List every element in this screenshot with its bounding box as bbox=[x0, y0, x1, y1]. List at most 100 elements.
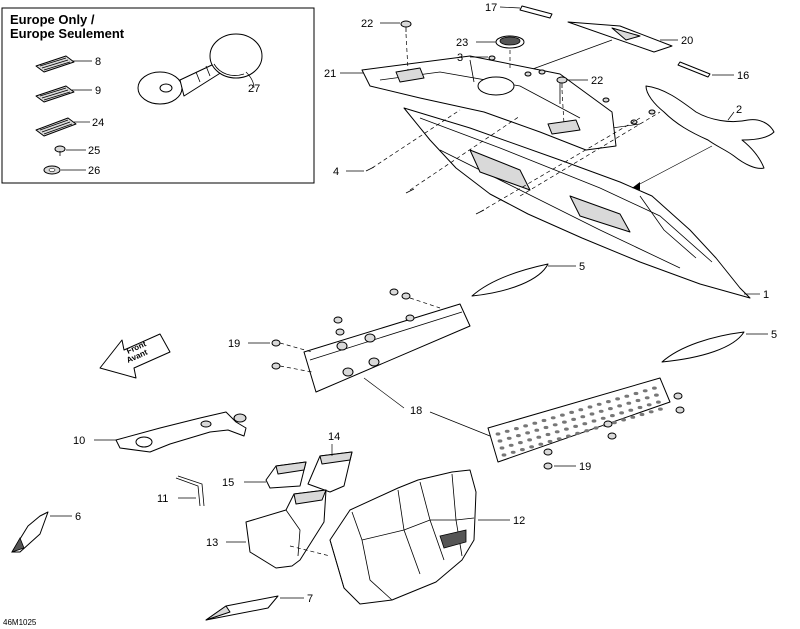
perforation-hole bbox=[536, 435, 542, 439]
fastener-4 bbox=[365, 166, 375, 172]
perforation-hole bbox=[495, 432, 501, 436]
perforation-hole bbox=[610, 414, 615, 418]
storage-tray-12 bbox=[329, 469, 477, 605]
perforation-hole bbox=[529, 445, 534, 449]
perforation-hole bbox=[630, 415, 636, 419]
perforation-hole bbox=[633, 391, 639, 396]
callout-27: 27 bbox=[248, 83, 260, 95]
perforation-hole bbox=[648, 410, 654, 414]
perforation-hole bbox=[547, 439, 553, 444]
perforation-hole bbox=[589, 412, 595, 416]
perforation-hole bbox=[573, 424, 578, 428]
reflector-24 bbox=[35, 117, 77, 137]
perforation-hole bbox=[658, 407, 663, 411]
perforation-hole bbox=[652, 386, 657, 390]
callout-8: 8 bbox=[95, 56, 101, 68]
perforation-hole bbox=[582, 422, 588, 426]
perforation-hole bbox=[564, 427, 569, 431]
perforation-hole bbox=[612, 421, 617, 425]
drawing-code: 46M1025 bbox=[3, 618, 37, 627]
reflector-8 bbox=[35, 55, 75, 73]
callout-15: 15 bbox=[222, 477, 234, 489]
console-fasteners bbox=[524, 69, 656, 125]
console-21 bbox=[361, 55, 617, 151]
perforation-hole bbox=[527, 438, 532, 442]
callout-26: 26 bbox=[88, 165, 100, 177]
perforation-hole bbox=[518, 441, 523, 445]
trim-5-lower bbox=[661, 331, 745, 363]
perforation-hole bbox=[608, 407, 613, 411]
trim-strip-16 bbox=[677, 61, 711, 78]
perforation-hole bbox=[541, 418, 547, 423]
perforation-hole bbox=[615, 397, 620, 401]
callout-18: 18 bbox=[410, 405, 422, 417]
perforation-hole bbox=[501, 453, 507, 457]
perforation-hole bbox=[532, 421, 538, 425]
perforation-hole bbox=[571, 417, 576, 421]
perforation-hole bbox=[639, 412, 645, 417]
perforated-plate-18-right bbox=[487, 377, 671, 463]
perforation-hole bbox=[506, 436, 512, 440]
callout-22-right: 22 bbox=[591, 75, 603, 87]
mounting-bracket-10 bbox=[115, 411, 247, 453]
callout-25: 25 bbox=[88, 145, 100, 157]
inset-title-line1: Europe Only / bbox=[10, 12, 95, 27]
side-molding-2 bbox=[645, 85, 775, 169]
perforation-hole bbox=[497, 439, 503, 443]
perforation-hole bbox=[525, 431, 530, 435]
callout-20: 20 bbox=[681, 35, 693, 47]
fasteners-19-upper bbox=[271, 288, 411, 370]
perforation-hole bbox=[578, 408, 584, 412]
callout-17: 17 bbox=[485, 2, 497, 14]
perforation-hole bbox=[617, 404, 622, 408]
perforation-hole bbox=[642, 389, 648, 393]
callout-22-left: 22 bbox=[361, 18, 373, 30]
callout-12: 12 bbox=[513, 515, 525, 527]
callout-13: 13 bbox=[206, 537, 218, 549]
foam-block-14 bbox=[307, 451, 353, 493]
perforation-hole bbox=[516, 434, 521, 438]
perforation-hole bbox=[508, 443, 514, 447]
perforation-hole bbox=[646, 403, 652, 407]
perforation-dots bbox=[495, 386, 663, 457]
callout-4: 4 bbox=[333, 166, 339, 178]
screw-25 bbox=[54, 145, 66, 156]
hex-key-11 bbox=[175, 475, 205, 507]
perforation-hole bbox=[562, 420, 567, 424]
screw-3 bbox=[488, 55, 496, 61]
perforation-hole bbox=[554, 430, 560, 434]
perforation-hole bbox=[591, 419, 597, 423]
callout-19-upper: 19 bbox=[228, 338, 240, 350]
perforation-hole bbox=[552, 423, 558, 427]
perforation-hole bbox=[596, 402, 602, 406]
trim-5-upper bbox=[471, 263, 549, 297]
perforation-hole bbox=[644, 396, 650, 400]
callout-1: 1 bbox=[763, 289, 769, 301]
perforation-hole bbox=[575, 431, 580, 435]
callout-11: 11 bbox=[157, 493, 168, 505]
foam-pad-15 bbox=[265, 461, 307, 489]
callout-23: 23 bbox=[456, 37, 468, 49]
callout-3: 3 bbox=[457, 52, 463, 64]
perforation-hole bbox=[545, 432, 551, 437]
perforation-hole bbox=[593, 426, 599, 430]
perforation-hole bbox=[619, 411, 624, 415]
foam-insert-13 bbox=[245, 489, 327, 569]
perforation-hole bbox=[510, 450, 516, 454]
washer-26 bbox=[43, 165, 61, 175]
callout-9: 9 bbox=[95, 85, 101, 97]
reflector-9 bbox=[35, 85, 75, 103]
screw-22-right bbox=[556, 76, 568, 88]
perforation-hole bbox=[514, 427, 519, 431]
perforation-hole bbox=[504, 429, 510, 433]
perforation-hole bbox=[538, 442, 544, 446]
inset-title-line2: Europe Seulement bbox=[10, 26, 125, 41]
perforation-hole bbox=[654, 393, 659, 397]
perforation-hole bbox=[656, 400, 661, 404]
callout-19-lower: 19 bbox=[579, 461, 591, 473]
perforation-hole bbox=[624, 394, 630, 398]
callout-21: 21 bbox=[324, 68, 336, 80]
perforation-hole bbox=[635, 398, 641, 403]
horn-27 bbox=[137, 33, 263, 105]
perforation-hole bbox=[621, 418, 626, 422]
